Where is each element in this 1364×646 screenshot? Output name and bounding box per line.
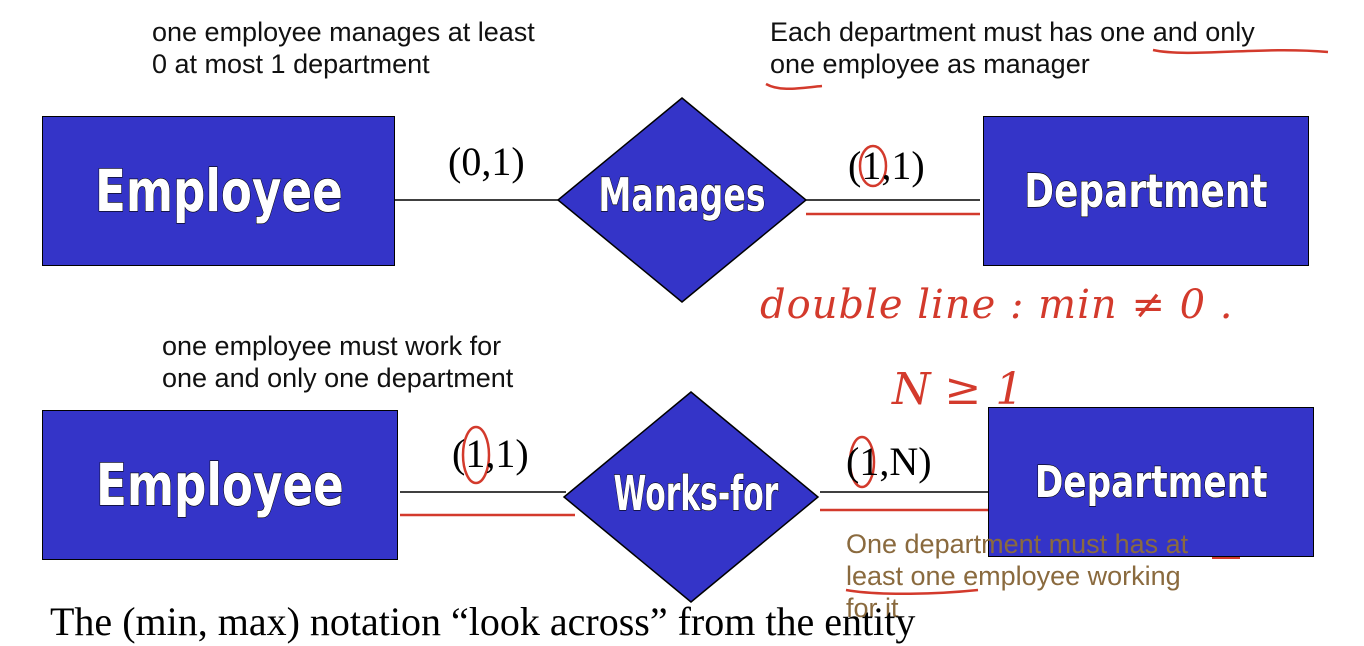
handwritten-n-ge-1: N ≥ 1	[892, 364, 1024, 415]
works-employee-note: one employee must work for one and only …	[162, 330, 513, 394]
entity-label: Department	[1024, 163, 1268, 218]
department-entity-bottom: Department	[988, 407, 1314, 557]
note-line: 0 at most 1 department	[152, 49, 430, 79]
employee-entity-bottom: Employee	[42, 410, 398, 560]
cardinality-manages-department: (1,1)	[848, 143, 925, 188]
manages-diamond	[556, 97, 808, 303]
note-line: one employee as manager	[770, 49, 1090, 79]
cardinality-works-department: (1,N)	[846, 439, 932, 484]
handwritten-double-line-note: double line : min ≠ 0 .	[760, 282, 1234, 328]
circle-manages-min	[858, 144, 888, 188]
note-line: one employee manages at least	[152, 17, 535, 47]
circle-works-employee-min	[461, 425, 491, 485]
cardinality-manages-employee: (0,1)	[448, 139, 525, 184]
works-department-note: One department must has at least one emp…	[846, 528, 1188, 624]
entity-label: Department	[1034, 456, 1268, 508]
note-line: for it	[846, 593, 899, 623]
department-entity-top: Department	[983, 116, 1309, 266]
note-line: Each department must has one and only	[770, 17, 1255, 47]
cardinality-works-employee: (1,1)	[452, 431, 529, 476]
manages-label: Manages	[598, 167, 766, 222]
manages-department-note: Each department must has one and only on…	[770, 16, 1255, 80]
employee-entity-top: Employee	[42, 116, 395, 266]
entity-label: Employee	[94, 156, 343, 225]
circle-works-department-min	[848, 435, 876, 489]
note-line: one and only one department	[162, 363, 514, 393]
entity-label: Employee	[96, 450, 345, 519]
note-line: least one employee working	[846, 561, 1181, 591]
underline-one-and-only	[1152, 48, 1329, 55]
underline-one	[765, 82, 823, 90]
note-line: one employee must work for	[162, 331, 502, 361]
manages-employee-note: one employee manages at least 0 at most …	[152, 16, 535, 80]
works-for-diamond	[562, 391, 820, 603]
note-line: One department must has at	[846, 529, 1189, 559]
works-for-label: Works-for	[613, 465, 779, 522]
underline-least-one	[845, 588, 979, 596]
min-max-notation-text: The (min, max) notation “look across” fr…	[50, 599, 916, 644]
